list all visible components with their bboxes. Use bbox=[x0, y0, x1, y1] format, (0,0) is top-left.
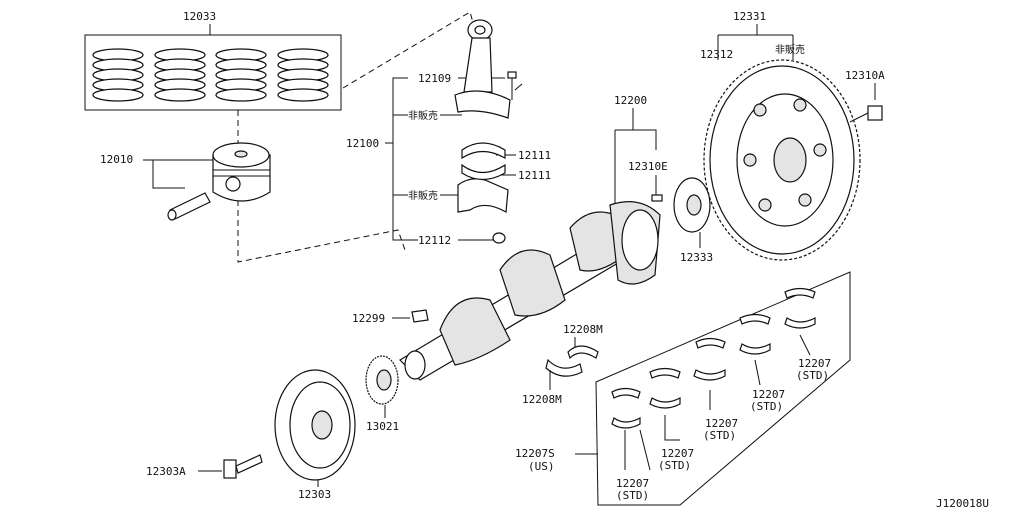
diagram-id: J120018U bbox=[936, 497, 989, 510]
label-std-5: (STD) bbox=[796, 369, 829, 382]
label-not-for-sale-1: 非販売 bbox=[408, 109, 438, 122]
conrod-nut-part bbox=[492, 232, 506, 244]
crank-pulley-part bbox=[274, 369, 356, 481]
label-conrod-bolt[interactable]: 12109 bbox=[418, 72, 451, 85]
ring-set-1 bbox=[92, 48, 144, 102]
label-main-bearing-1[interactable]: 12207 bbox=[616, 477, 649, 490]
piston-pin-part bbox=[167, 192, 211, 221]
label-conrod-nut[interactable]: 12112 bbox=[418, 234, 451, 247]
label-not-for-sale-3: 非販売 bbox=[775, 43, 805, 56]
label-main-bearing-3[interactable]: 12207 bbox=[705, 417, 738, 430]
label-main-bearing-4[interactable]: 12207 bbox=[752, 388, 785, 401]
flywheel-bolt-part bbox=[849, 105, 883, 123]
label-thrust-washer-lower[interactable]: 12208M bbox=[522, 393, 562, 406]
crank-sprocket-group[interactable]: 13021 bbox=[365, 355, 399, 433]
main-bearing-group[interactable]: 12207S (US) 12207 (STD) 12207 (STD) 1220… bbox=[515, 271, 851, 506]
main-bearing-shells bbox=[611, 287, 816, 429]
label-main-bearing-2[interactable]: 12207 bbox=[661, 447, 694, 460]
crankshaft-part bbox=[399, 201, 661, 381]
label-conrod-assy[interactable]: 12100 bbox=[346, 137, 379, 150]
label-pulley-bolt[interactable]: 12303A bbox=[146, 465, 186, 478]
label-flywheel-assy[interactable]: 12331 bbox=[733, 10, 766, 23]
label-main-bearing-5[interactable]: 12207 bbox=[798, 357, 831, 370]
ring-set-4 bbox=[277, 48, 329, 102]
conrod-bearing-upper-part bbox=[461, 142, 506, 160]
label-crank-sprocket[interactable]: 13021 bbox=[366, 420, 399, 433]
thrust-washer-group[interactable]: 12208M 12208M bbox=[522, 323, 603, 406]
label-conrod-bearing-a[interactable]: 12111 bbox=[518, 149, 551, 162]
flywheel-part bbox=[703, 59, 861, 261]
main-bearing-frame bbox=[595, 271, 851, 506]
thrust-washer-upper-part bbox=[567, 345, 599, 360]
pulley-bolt-group[interactable]: 12303A bbox=[146, 454, 263, 479]
ring-set-2 bbox=[154, 48, 206, 102]
conrod-part bbox=[454, 19, 511, 119]
label-piston-rings[interactable]: 12033 bbox=[183, 10, 216, 23]
ring-set-3 bbox=[215, 48, 267, 102]
label-thrust-washer-upper[interactable]: 12208M bbox=[563, 323, 603, 336]
conrod-bolt-part bbox=[507, 71, 523, 100]
piston-part bbox=[212, 142, 271, 202]
label-woodruff-key[interactable]: 12299 bbox=[352, 312, 385, 325]
thrust-washer-lower-part bbox=[545, 358, 583, 377]
flywheel-group[interactable]: 12331 12312 非販売 12310A bbox=[700, 10, 885, 261]
label-crank-pulley[interactable]: 12303 bbox=[298, 488, 331, 501]
label-pilot-pin[interactable]: 12310E bbox=[628, 160, 668, 173]
label-conrod-bearing-b[interactable]: 12111 bbox=[518, 169, 551, 182]
label-adapter-plate[interactable]: 12333 bbox=[680, 251, 713, 264]
label-not-for-sale-2: 非販売 bbox=[408, 189, 438, 202]
pilot-pin-part bbox=[651, 194, 663, 202]
woodruff-key-group[interactable]: 12299 bbox=[352, 309, 429, 325]
label-crankshaft[interactable]: 12200 bbox=[614, 94, 647, 107]
label-main-bearing-set[interactable]: 12207S bbox=[515, 447, 555, 460]
label-flywheel-bolt[interactable]: 12310A bbox=[845, 69, 885, 82]
label-std-1: (STD) bbox=[616, 489, 649, 502]
conrod-bearing-group[interactable]: 12111 12111 bbox=[461, 142, 551, 182]
label-std-2: (STD) bbox=[658, 459, 691, 472]
label-flywheel[interactable]: 12312 bbox=[700, 48, 733, 61]
piston-rings-group[interactable]: 12033 bbox=[84, 10, 342, 111]
pulley-bolt-part bbox=[223, 454, 263, 479]
crank-pulley-group[interactable]: 12303 bbox=[274, 369, 356, 501]
conrod-group[interactable]: 12100 12109 非販売 非販売 12112 bbox=[346, 19, 523, 247]
label-us: (US) bbox=[528, 460, 555, 473]
adapter-plate-group[interactable]: 12333 bbox=[673, 177, 713, 264]
piston-group[interactable]: 12010 bbox=[100, 142, 271, 221]
label-piston[interactable]: 12010 bbox=[100, 153, 133, 166]
conrod-bearing-lower-part bbox=[461, 163, 506, 181]
conrod-cap-part bbox=[457, 178, 509, 213]
label-std-3: (STD) bbox=[703, 429, 736, 442]
woodruff-key-part bbox=[411, 309, 429, 323]
label-std-4: (STD) bbox=[750, 400, 783, 413]
crankshaft-group[interactable]: 12200 12310E bbox=[399, 94, 668, 381]
